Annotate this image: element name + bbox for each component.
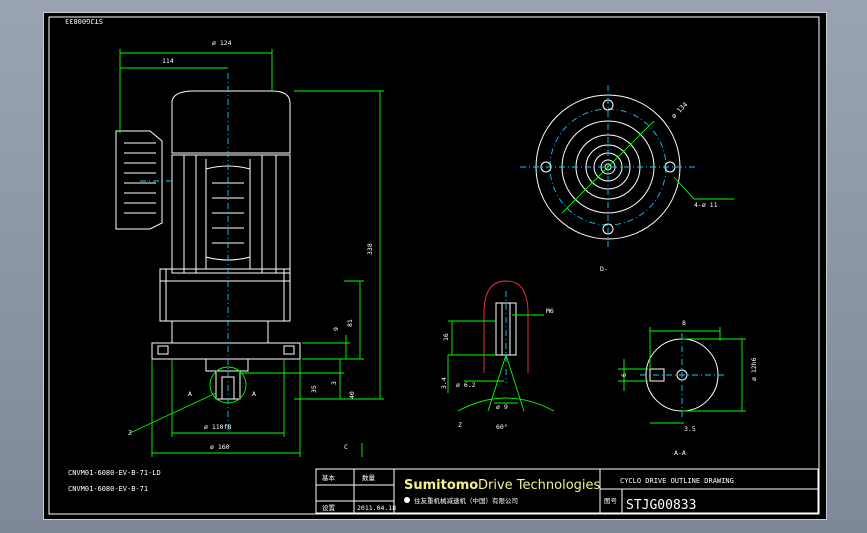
- view-section-aa: 8 6 ø 12h6 3.5 A-A: [618, 319, 758, 457]
- dim-dia-124: ø 124: [212, 39, 232, 47]
- corner-stamp: STJG00833: [65, 17, 103, 25]
- dim-m6: M6: [546, 307, 554, 315]
- dim-81: 81: [346, 319, 354, 327]
- section-label-a-left: A: [188, 390, 192, 398]
- dim-dia-160: ø 160: [210, 443, 230, 451]
- model-line-2: CNVM01-6080-EV-B-71: [68, 485, 148, 493]
- dim-3-4: 3.4: [440, 377, 448, 389]
- title-date: 2011.04.18: [357, 504, 396, 512]
- drawing-frame: [48, 16, 820, 515]
- brand-sub: Drive Technologies: [478, 478, 601, 493]
- dim-angle: 60°: [496, 423, 508, 431]
- dim-114: 114: [162, 57, 174, 65]
- dim-9: 9: [332, 327, 340, 331]
- drawing-title: CYCLO DRIVE OUTLINE DRAWING: [620, 477, 734, 485]
- view-d: ø 134 4-ø 11 D-: [520, 85, 734, 273]
- company-name: 住友重机械减速机（中国）有限公司: [414, 496, 518, 505]
- brand-main: Sumitomo: [404, 478, 478, 493]
- title-cell-c: 设置: [322, 503, 336, 512]
- dim-40: 40: [348, 391, 356, 399]
- dim-3: 3: [330, 381, 338, 385]
- dim-16: 16: [442, 333, 450, 341]
- dim-holes: 4-ø 11: [694, 201, 718, 209]
- title-block: 基本 数量 设置 2011.04.18 Sumitomo Drive Techn…: [315, 468, 819, 514]
- dim-dia-9: ø 9: [496, 403, 508, 411]
- dim-6: 6: [620, 373, 628, 377]
- view-aa-label: A-A: [674, 449, 686, 457]
- dim-dia-12: ø 12h6: [750, 357, 758, 381]
- section-label-a-right: A: [252, 390, 256, 398]
- title-cell-a: 基本: [322, 473, 336, 482]
- dim-3-5: 3.5: [684, 425, 696, 433]
- detail-label-z: Z: [128, 429, 132, 437]
- title-cell-b: 数量: [362, 473, 376, 482]
- dim-35: 35: [310, 385, 318, 393]
- model-line-1: CNVM01-6080-EV-B-71-LD: [68, 469, 161, 477]
- drawing-no-label: 图号: [604, 497, 618, 505]
- dim-dia-134: ø 134: [670, 101, 690, 121]
- cad-drawing: STJG00833: [48, 16, 820, 515]
- company-logo-icon: [404, 497, 410, 503]
- view-shaft-detail: M6 16 3.4 ø 6.2 ø 9 60° Z: [440, 280, 555, 431]
- drawing-number: STJG00833: [626, 498, 696, 513]
- view-label-c: C: [344, 443, 348, 451]
- shaft-label-z: Z: [458, 421, 462, 429]
- cad-viewport[interactable]: STJG00833: [43, 12, 827, 520]
- view-d-label: D-: [600, 265, 608, 273]
- front-view: ø 124 114 338 81 9 40 35 3 ø 110f8 ø 160…: [115, 39, 384, 457]
- dim-8: 8: [682, 319, 686, 327]
- dim-338: 338: [366, 243, 374, 255]
- dim-dia-6-2: ø 6.2: [456, 381, 476, 389]
- dim-dia-110: ø 110f8: [204, 423, 231, 431]
